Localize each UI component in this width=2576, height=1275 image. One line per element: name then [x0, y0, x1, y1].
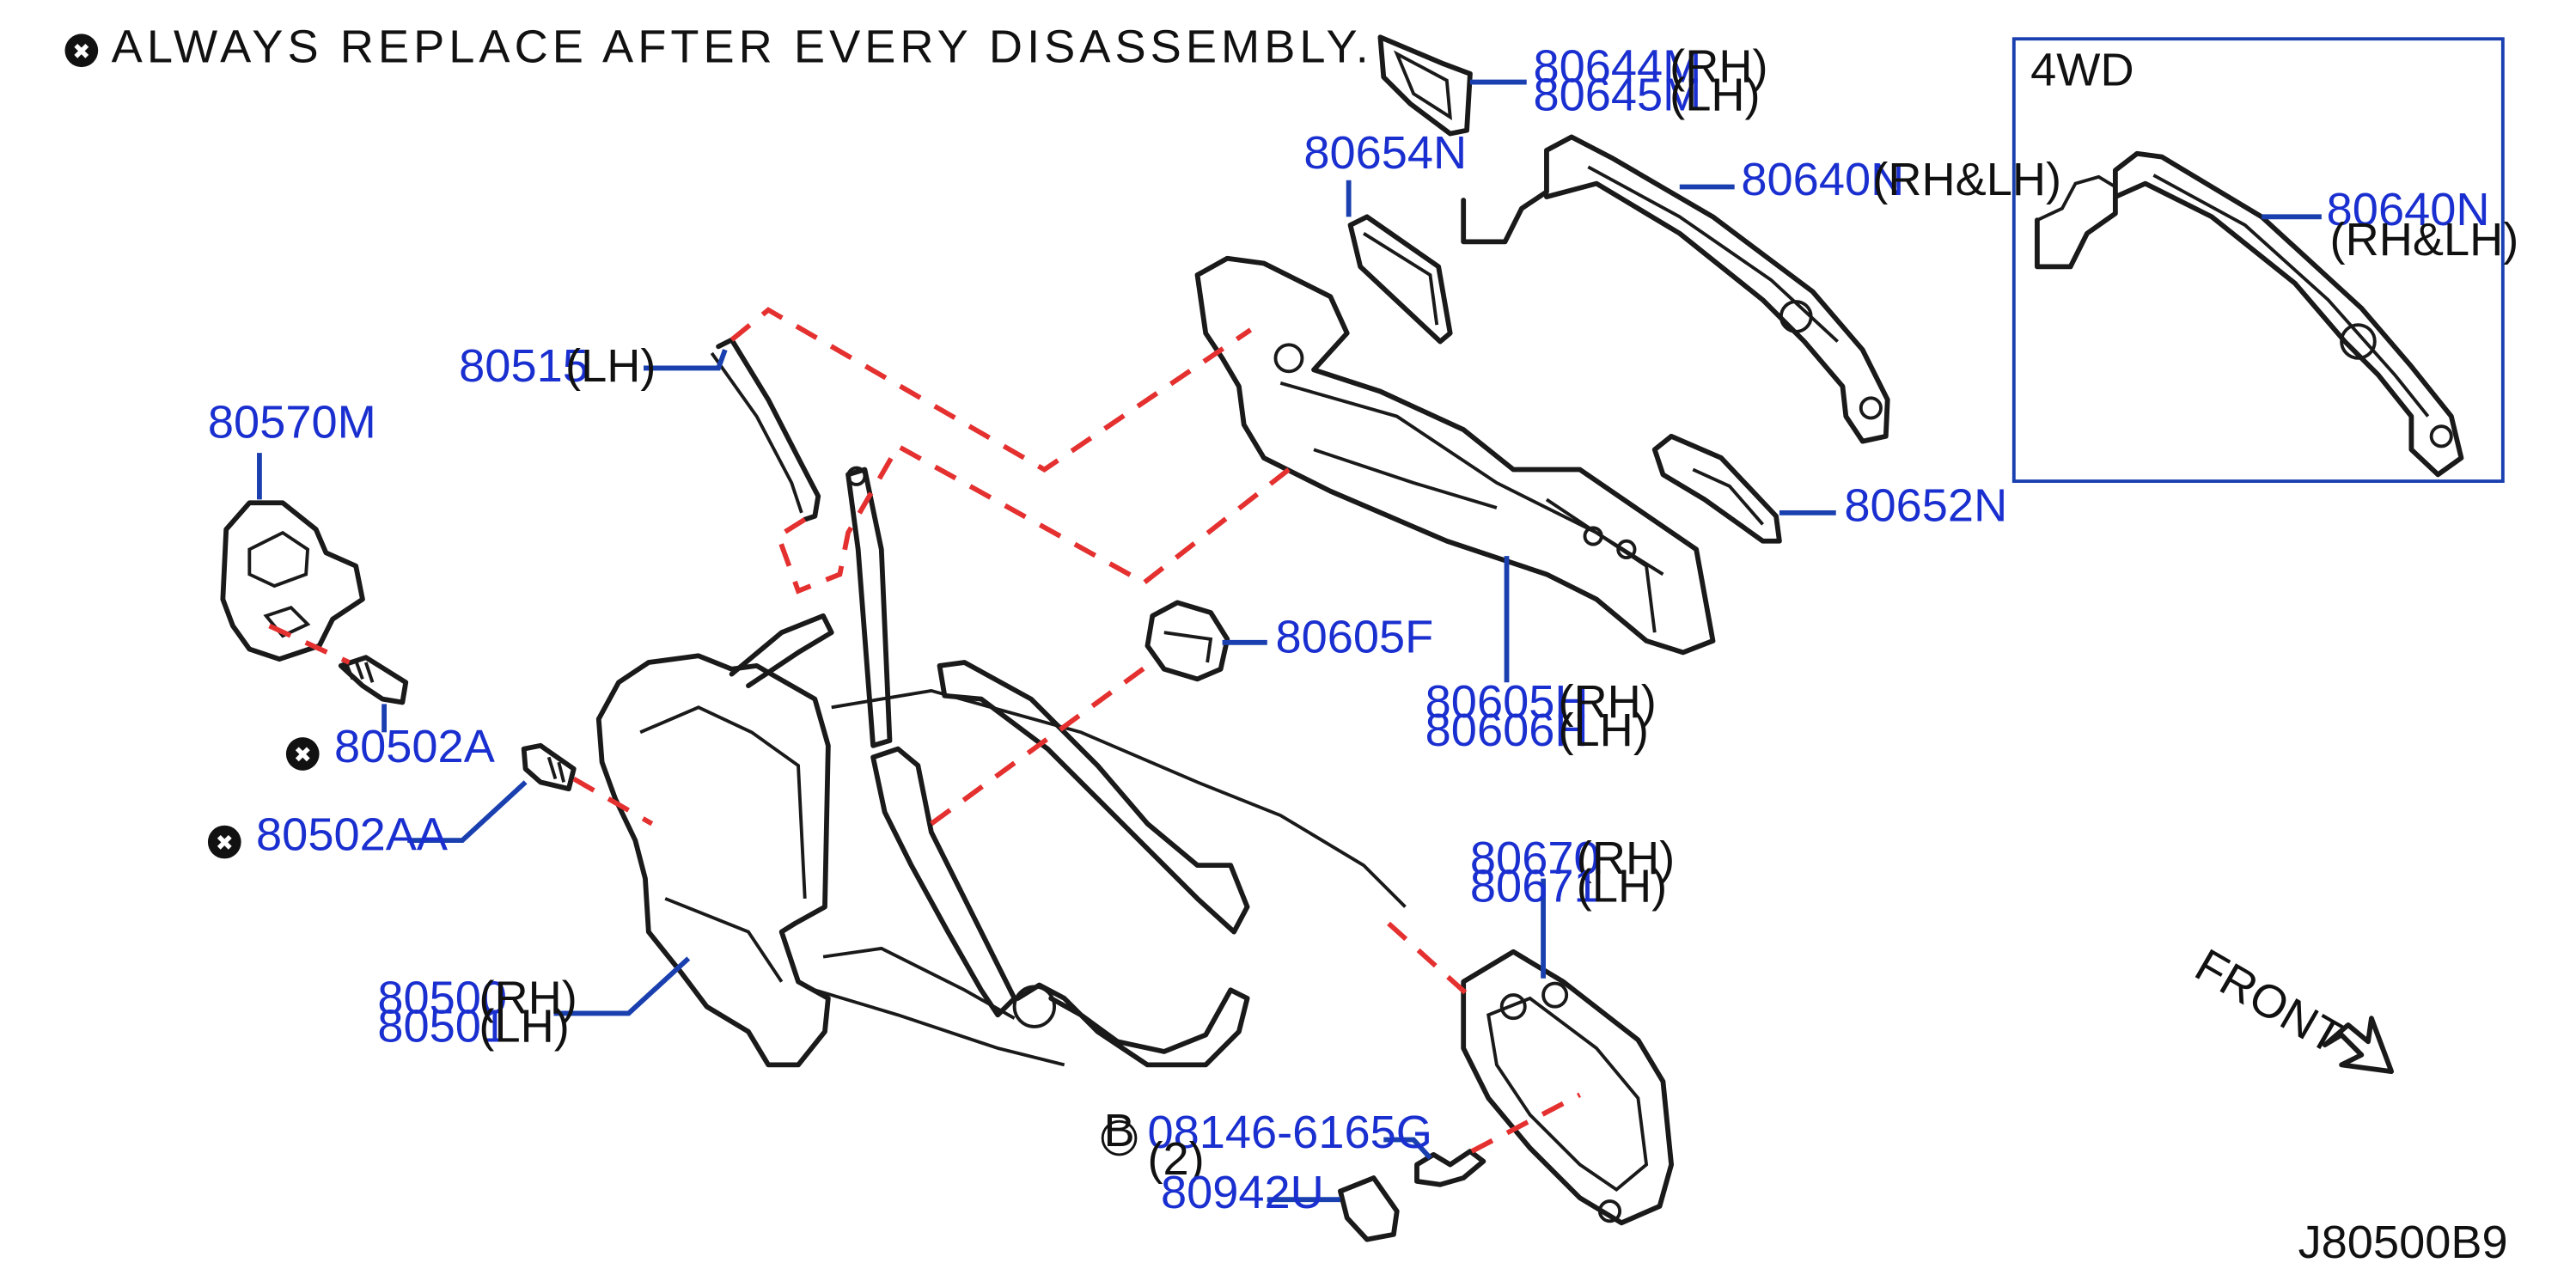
part-number-80605H: 80605H: [1425, 676, 1589, 728]
part-qualifier-80645M: (LH): [1670, 69, 1760, 120]
leader-lines: [257, 79, 1836, 1203]
part-qualifier-08146-6165G: (2): [1147, 1133, 1204, 1185]
part-number-80606H: 80606H: [1425, 705, 1589, 756]
replace-note: ✖ ALWAYS REPLACE AFTER EVERY DISASSEMBLY…: [64, 21, 1373, 72]
bolt-08146: [1414, 1149, 1486, 1187]
part-qualifier-80605H: (RH): [1559, 676, 1657, 728]
part-number-80671: 80671: [1470, 861, 1600, 912]
part-qualifier-80500: (RH): [479, 972, 577, 1023]
replace-mark-icon: [64, 34, 99, 68]
part-qualifier-80515: (LH): [565, 340, 656, 392]
part-number-80500: 80500: [377, 972, 507, 1023]
cable-loops: [814, 466, 1407, 1068]
part-number-80670: 80670: [1470, 833, 1600, 884]
part-number-80640N: 80640N: [1741, 154, 1904, 205]
clip-80605F: [1145, 600, 1230, 682]
part-number-80501: 80501: [377, 1000, 507, 1052]
part-number-80652N: 80652N: [1844, 480, 2007, 532]
replace-mark-glyph: ✖: [216, 831, 234, 856]
assembly-lines: [268, 307, 1582, 1154]
screw-80502A: [338, 655, 409, 705]
inset-part-qualifier: (RH&LH): [2330, 214, 2519, 265]
inset-frame: [2011, 37, 2505, 484]
part-number-80502AA: 80502AA: [256, 809, 449, 861]
part-number-80942U: 80942U: [1161, 1167, 1324, 1218]
cap-80942U: [1338, 1175, 1400, 1242]
part-number-80645M: 80645M: [1533, 69, 1701, 120]
replace-mark-icon: [207, 825, 241, 859]
part-qualifier-80640N: (RH&LH): [1872, 154, 2061, 205]
escutcheon-80644M: [1377, 34, 1473, 137]
replace-mark-glyph: ✖: [72, 39, 90, 64]
gasket-80652N: [1651, 433, 1782, 544]
part-number-80654N: 80654N: [1303, 127, 1467, 179]
bracket-80605H: [1194, 255, 1716, 656]
front-arrow-icon: [2322, 1016, 2395, 1075]
bolt-badge-letter: B: [1103, 1105, 1134, 1156]
part-qualifier-80501: (LH): [479, 1000, 569, 1052]
inset-handle-drawing: [2035, 150, 2464, 478]
part-number-80515: 80515: [459, 340, 589, 392]
inset-part-number: 80640N: [2327, 184, 2490, 235]
part-number-80502A: 80502A: [334, 721, 496, 772]
replace-note-text: ALWAYS REPLACE AFTER EVERY DISASSEMBLY.: [112, 21, 1373, 72]
inset-title: 4WD: [2030, 44, 2133, 95]
screw-80502AA: [521, 742, 577, 792]
part-qualifier-80671: (LH): [1577, 861, 1667, 912]
part-qualifier-80606H: (LH): [1559, 705, 1649, 756]
striker-80570M: [220, 500, 365, 662]
outside-handle-80640N: [1461, 134, 1890, 444]
callout-labels: 80644M (RH) 80645M (LH) 80654N 80640N (R…: [207, 41, 2061, 1218]
bolt-badge-icon: [1101, 1119, 1138, 1156]
replace-mark-glyph: ✖: [294, 742, 312, 767]
part-drawings: [220, 34, 1890, 1242]
lock-assembly-80500: [595, 613, 834, 1068]
gasket-80654N: [1347, 214, 1453, 345]
part-number-80570M: 80570M: [208, 397, 376, 448]
part-number-80605F: 80605F: [1275, 611, 1433, 662]
replace-mark-icon: [285, 737, 320, 771]
inset-4wd: 4WD 80640N (RH&LH): [2011, 37, 2519, 484]
part-number-08146-6165G: 08146-6165G: [1147, 1107, 1431, 1158]
diagram-code: J80500B9: [2298, 1217, 2508, 1268]
rod-80515: [710, 337, 821, 522]
part-qualifier-80670: (RH): [1577, 833, 1675, 884]
front-indicator: FRONT: [2187, 939, 2395, 1075]
part-qualifier-80644M: (RH): [1670, 41, 1767, 93]
inside-handle-80670: [1461, 949, 1675, 1226]
part-number-80644M: 80644M: [1533, 41, 1701, 93]
